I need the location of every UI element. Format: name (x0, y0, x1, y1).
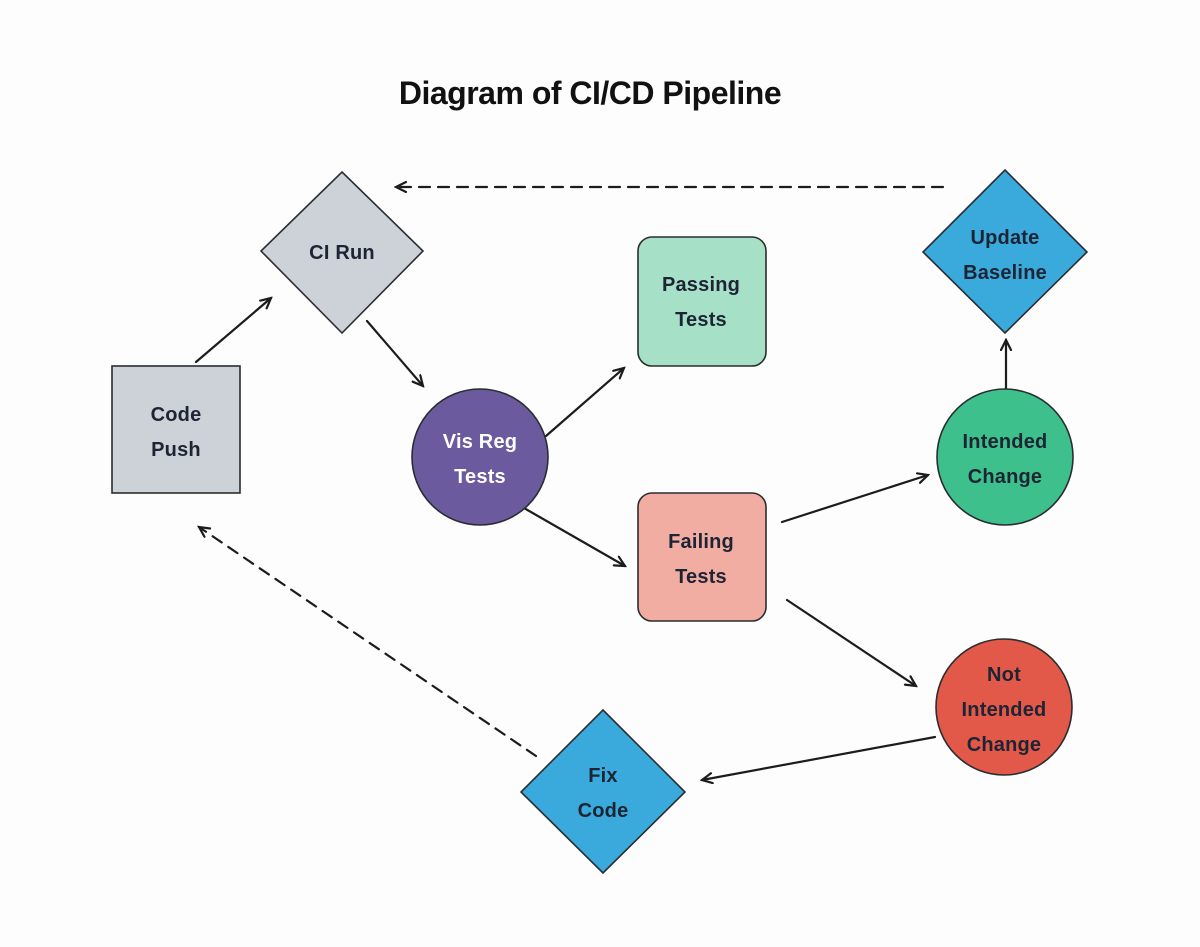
code-push-label: Push (151, 439, 201, 461)
labels-layer: Code Push CI Run Vis Reg Tests Passing T… (151, 227, 1048, 822)
passing-tests-label: Tests (675, 309, 727, 331)
nodes-layer (111, 168, 1089, 875)
edge-failing-tests-to-intended-change (780, 475, 928, 524)
code-push-label: Code (151, 404, 202, 426)
node-fix-code (519, 708, 687, 875)
edge-not-intended-change-to-fix-code (702, 735, 937, 780)
ci-run-label: CI Run (309, 242, 375, 264)
passing-tests-label: Passing (662, 274, 740, 296)
failing-tests-label: Tests (675, 566, 727, 588)
edge-vis-reg-tests-to-failing-tests (522, 506, 625, 566)
diagram-title: Diagram of CI/CD Pipeline (399, 75, 781, 111)
update-baseline-label: Baseline (963, 262, 1047, 284)
edge-code-push-to-ci-run (194, 298, 271, 364)
node-update-baseline (921, 168, 1089, 335)
node-ci-run (259, 170, 425, 335)
update-baseline-label: Update (971, 227, 1040, 249)
not-intended-change-label: Change (967, 734, 1042, 756)
edges-layer (194, 187, 1006, 780)
fix-code-label: Code (578, 800, 629, 822)
not-intended-change-label: Not (987, 664, 1021, 686)
edge-ci-run-to-vis-reg-tests (365, 319, 423, 386)
intended-change-label: Change (968, 466, 1043, 488)
vis-reg-tests-label: Vis Reg (443, 431, 517, 453)
node-passing-tests (637, 236, 767, 367)
failing-tests-label: Failing (668, 531, 734, 553)
fix-code-label: Fix (588, 765, 618, 787)
intended-change-label: Intended (963, 431, 1048, 453)
node-intended-change (936, 388, 1074, 526)
node-failing-tests (637, 492, 767, 622)
vis-reg-tests-label: Tests (454, 466, 506, 488)
node-vis-reg-tests (411, 388, 549, 526)
node-not-intended-change (935, 638, 1073, 776)
edge-failing-tests-to-not-intended-change (785, 598, 916, 686)
edge-fix-code-to-code-push-dashed (199, 527, 538, 758)
not-intended-change-label: Intended (962, 699, 1047, 721)
node-code-push (111, 365, 241, 494)
edge-vis-reg-tests-to-passing-tests (544, 368, 624, 438)
